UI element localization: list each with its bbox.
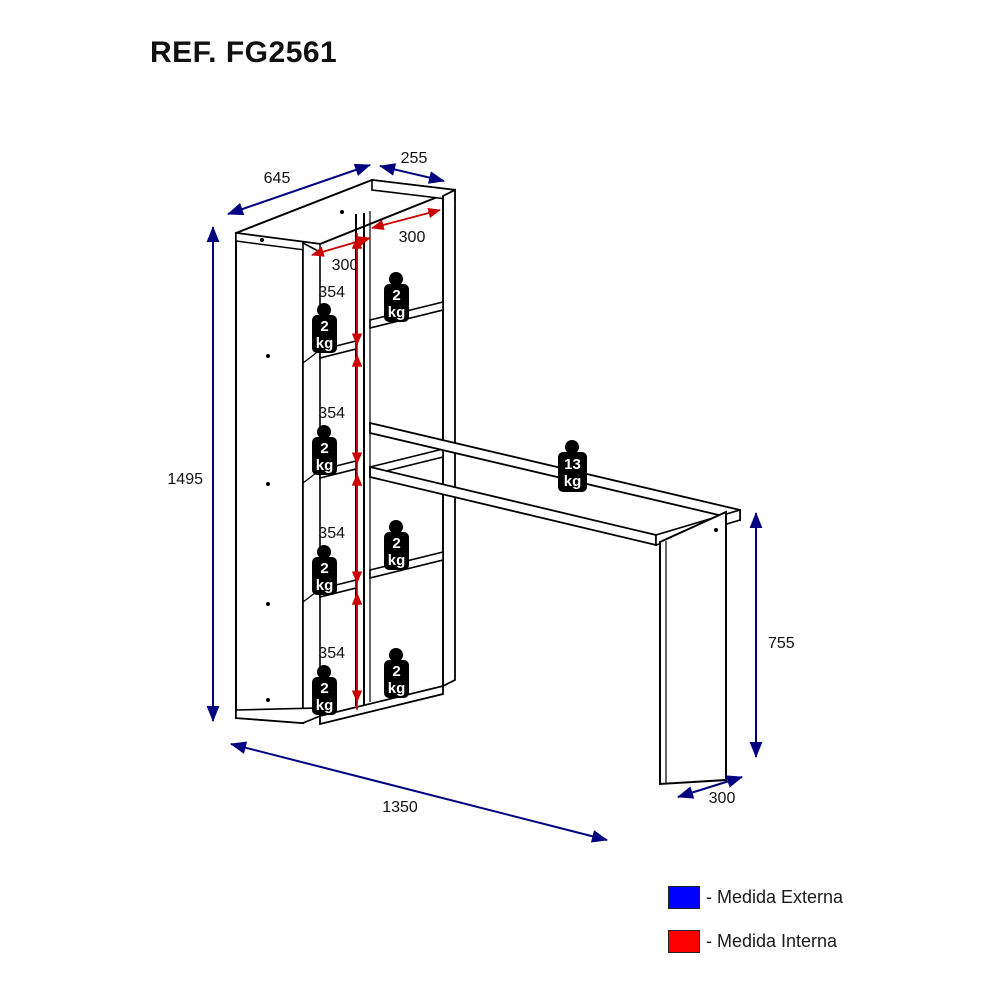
legend-label-internal: - Medida Interna: [706, 930, 838, 951]
external-dimensions: 645 255 1495 1350 755 300: [167, 150, 795, 843]
weight-icon-head: [317, 425, 331, 439]
shelf-left-1-edge: [319, 348, 357, 359]
weight-icon-body: [312, 315, 337, 353]
load-icon-right-2: 2 kg: [384, 520, 409, 570]
dim-label-shelf-gap-2: 354: [318, 405, 345, 422]
load-unit: kg: [316, 577, 334, 594]
weight-icon-head: [389, 272, 403, 286]
dim-line-bottom-width: [230, 741, 608, 843]
load-icon-right-3: 2 kg: [384, 648, 409, 698]
load-unit: kg: [316, 697, 334, 714]
legend: - Medida Externa - Medida Interna: [668, 880, 988, 968]
load-unit: kg: [388, 304, 406, 321]
dim-label-inner-left-width: 300: [332, 257, 359, 274]
weight-icon-body: [312, 557, 337, 595]
legend-item-external: - Medida Externa: [668, 880, 988, 914]
page-title: REF. FG2561: [150, 36, 338, 69]
dim-label-top-depth: 255: [401, 150, 428, 167]
load-unit: kg: [316, 335, 334, 352]
weight-icon-head: [317, 545, 331, 559]
dowel-dot: [266, 482, 270, 486]
desk-front-edge: [369, 465, 657, 547]
dim-label-shelf-gap-3: 354: [318, 525, 345, 542]
load-unit: kg: [388, 552, 406, 569]
weight-icon-body: [312, 677, 337, 715]
weight-icon-body: [384, 532, 409, 570]
dowel-dot: [266, 354, 270, 358]
legend-item-internal: - Medida Interna: [668, 924, 988, 958]
legend-swatch-external: [668, 885, 700, 909]
load-icon-left-3: 2 kg: [312, 545, 337, 595]
dim-label-shelf-gap-1: 354: [318, 284, 345, 301]
load-unit: kg: [388, 680, 406, 697]
bookcase-bottom-front-rail: [319, 684, 444, 726]
weight-icon-head: [389, 520, 403, 534]
dim-label-total-height: 1495: [167, 471, 203, 488]
weight-icon-head: [565, 440, 579, 454]
dowel-dot: [266, 602, 270, 606]
dim-label-desk-depth: 300: [709, 790, 736, 807]
load-unit: kg: [316, 457, 334, 474]
load-value: 2: [392, 535, 400, 552]
bookcase-bottom-panel: [235, 707, 321, 724]
weight-icon-body: [384, 284, 409, 322]
load-icon-desk: 13 kg: [558, 440, 587, 492]
dim-label-bottom-width: 1350: [382, 799, 418, 816]
load-value: 2: [392, 663, 400, 680]
dim-label-shelf-gap-4: 354: [318, 645, 345, 662]
dim-line-top-width: [227, 163, 371, 216]
dowel-dot: [260, 238, 264, 242]
dim-label-inner-right-width: 300: [399, 229, 426, 246]
dim-label-top-width: 645: [264, 170, 291, 187]
dim-line-top-depth: [379, 163, 445, 184]
shelf-left-3-edge: [319, 587, 357, 598]
desk-top-surface: [369, 421, 741, 522]
dim-line-inner-right-width: [371, 207, 441, 231]
weight-icon-body: [384, 660, 409, 698]
bookcase-bottom-rail-lower: [319, 693, 444, 725]
dowel-dot: [340, 210, 344, 214]
load-icon-right-1: 2 kg: [384, 272, 409, 322]
internal-dimensions: 300 300 354 354 354 354: [311, 207, 441, 710]
dim-label-desk-height: 755: [768, 635, 795, 652]
legend-label-external: - Medida Externa: [706, 886, 844, 907]
bookcase-right-side-panel: [442, 188, 456, 688]
load-unit: kg: [564, 473, 582, 490]
weight-icon-head: [317, 303, 331, 317]
load-value: 13: [564, 456, 581, 473]
shelf-left-2-edge: [319, 468, 357, 479]
load-value: 2: [320, 318, 328, 335]
weight-icon-body: [558, 452, 587, 492]
load-icon-left-1: 2 kg: [312, 303, 337, 353]
dowel-dot: [266, 698, 270, 702]
legend-swatch-internal: [668, 929, 700, 953]
dim-line-desk-depth: [677, 775, 743, 799]
load-value: 2: [392, 287, 400, 304]
desk-unit: [369, 421, 741, 786]
load-value: 2: [320, 560, 328, 577]
load-value: 2: [320, 440, 328, 457]
weight-icon-head: [389, 648, 403, 662]
load-value: 2: [320, 680, 328, 697]
bookcase-left-side-panel: [235, 231, 304, 725]
weight-icon-head: [317, 665, 331, 679]
dowel-dot: [714, 528, 718, 532]
load-icon-left-4: 2 kg: [312, 665, 337, 715]
weight-icon-body: [312, 437, 337, 475]
desk-right-leg-panel: [659, 510, 727, 786]
load-icon-left-2: 2 kg: [312, 425, 337, 475]
